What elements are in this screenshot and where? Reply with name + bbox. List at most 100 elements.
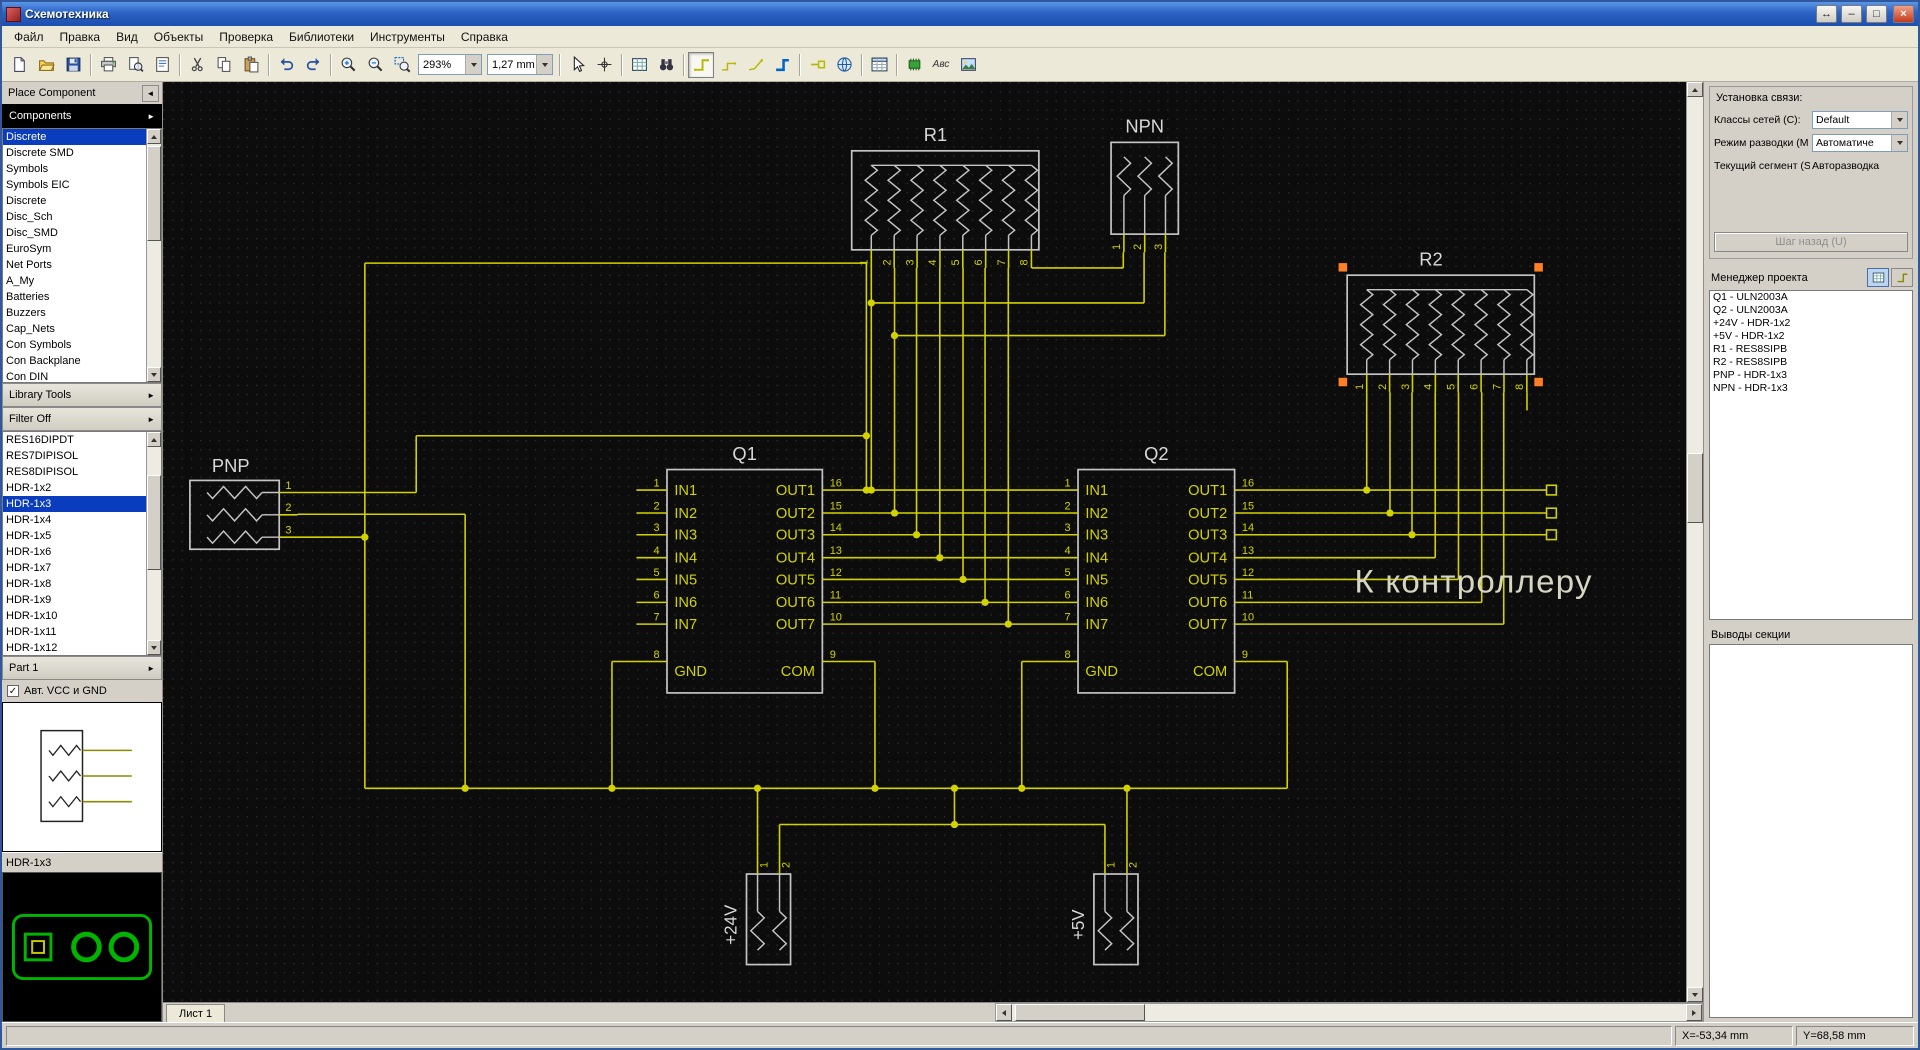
selection-handle[interactable] (1534, 263, 1543, 272)
category-item[interactable]: Symbols EIC (6, 179, 70, 191)
print-preview-button[interactable] (122, 52, 148, 78)
print-button[interactable] (95, 52, 121, 78)
menu-item-5[interactable]: Библиотеки (289, 29, 355, 44)
menu-item-6[interactable]: Инструменты (370, 29, 445, 44)
scroll-left-icon[interactable] (995, 1004, 1012, 1021)
undo-button[interactable] (273, 52, 299, 78)
route-orthogonal-button[interactable] (715, 52, 741, 78)
chevron-down-icon[interactable] (1891, 112, 1907, 128)
selection-handle[interactable] (1534, 377, 1543, 387)
project-item[interactable]: R1 - RES8SIPB (1713, 343, 1788, 355)
open-folder-button[interactable] (33, 52, 59, 78)
menu-item-4[interactable]: Проверка (219, 29, 274, 44)
zoom-in-button[interactable] (335, 52, 361, 78)
category-item[interactable]: Discrete (6, 195, 47, 207)
scroll-up-icon[interactable] (1687, 82, 1703, 97)
net-port-button[interactable] (804, 52, 830, 78)
part-item[interactable]: HDR-1x3 (3, 496, 146, 512)
menu-item-7[interactable]: Справка (460, 29, 508, 44)
project-grid-view-button[interactable] (1867, 268, 1889, 287)
part-item[interactable]: HDR-1x7 (6, 562, 52, 574)
project-item[interactable]: NPN - HDR-1x3 (1713, 382, 1788, 394)
menu-item-1[interactable]: Правка (59, 29, 101, 44)
scrollbar-thumb[interactable] (1014, 1004, 1145, 1021)
chevron-down-icon[interactable] (1891, 135, 1907, 151)
text-tool-button[interactable]: Aвс (932, 59, 950, 70)
step-back-button[interactable]: Шаг назад (U) (1714, 232, 1908, 252)
part-item[interactable]: HDR-1x11 (6, 626, 57, 638)
category-item[interactable]: Con DIN (6, 371, 49, 382)
copy-button[interactable] (211, 52, 237, 78)
crosshair-button[interactable] (591, 52, 617, 78)
canvas-horizontal-scrollbar[interactable] (994, 1003, 1703, 1022)
part-item[interactable]: HDR-1x4 (6, 514, 52, 526)
redo-button[interactable] (300, 52, 326, 78)
sheet-grid-button[interactable] (626, 52, 652, 78)
route-diagonal-button[interactable] (742, 52, 768, 78)
chevron-down-icon[interactable] (536, 55, 552, 74)
maximize-button[interactable]: □ (1866, 5, 1887, 23)
zoom-area-button[interactable] (389, 52, 415, 78)
dock-toggle-button[interactable]: ↔ (1816, 5, 1837, 23)
part-bar[interactable]: Part 1► (2, 656, 162, 680)
menu-item-3[interactable]: Объекты (153, 29, 204, 44)
category-item[interactable]: Batteries (6, 291, 50, 303)
field-combo[interactable]: Автоматиче (1812, 134, 1908, 152)
menu-item-0[interactable]: Файл (14, 29, 44, 44)
category-item[interactable]: Net Ports (6, 259, 52, 271)
grid-combo[interactable]: 1,27 mm (487, 54, 553, 75)
cut-button[interactable] (184, 52, 210, 78)
category-item[interactable]: Disc_Sch (6, 211, 53, 223)
scroll-up-icon[interactable] (147, 129, 161, 144)
category-item[interactable]: Con Backplane (6, 355, 81, 367)
annotation-text[interactable]: К контроллеру (1354, 563, 1592, 600)
scroll-right-icon[interactable] (1686, 1004, 1702, 1021)
net-port[interactable] (1545, 507, 1558, 519)
project-item[interactable]: +5V - HDR-1x2 (1713, 330, 1785, 342)
route-bus-button[interactable] (769, 52, 795, 78)
filter-bar[interactable]: Filter Off► (2, 407, 162, 431)
category-item[interactable]: Discrete (3, 129, 146, 145)
save-button[interactable] (60, 52, 86, 78)
scrollbar-thumb[interactable] (147, 475, 161, 570)
minimize-button[interactable]: – (1841, 5, 1862, 23)
table-button[interactable] (866, 52, 892, 78)
part-item[interactable]: HDR-1x5 (6, 530, 52, 542)
part-item[interactable]: RES8DIPISOL (6, 466, 79, 478)
part-list-scrollbar[interactable] (146, 432, 161, 655)
part-item[interactable]: HDR-1x12 (6, 642, 58, 654)
zoom-combo[interactable]: 293% (418, 54, 482, 75)
project-item[interactable]: PNP - HDR-1x3 (1713, 369, 1787, 381)
components-bar[interactable]: Components► (2, 104, 162, 128)
select-arrow-button[interactable] (564, 52, 590, 78)
part-item[interactable]: HDR-1x8 (6, 578, 52, 590)
report-button[interactable] (149, 52, 175, 78)
net-port[interactable] (1545, 529, 1558, 541)
part-item[interactable]: HDR-1x2 (6, 482, 52, 494)
category-item[interactable]: Symbols (6, 163, 49, 175)
category-item[interactable]: EuroSym (6, 243, 52, 255)
place-part-button[interactable] (901, 52, 927, 78)
collapse-panel-button[interactable]: ◄ (142, 84, 159, 102)
category-item[interactable]: Cap_Nets (6, 323, 55, 335)
route-wire-button[interactable] (688, 51, 714, 78)
project-item[interactable]: Q2 - ULN2003A (1713, 304, 1788, 316)
part-item[interactable]: RES16DIPDT (6, 434, 74, 446)
scroll-down-icon[interactable] (1687, 987, 1703, 1002)
auto-vcc-checkbox[interactable]: ✓ Авт. VCC и GND (2, 680, 162, 702)
globe-button[interactable] (831, 52, 857, 78)
project-item[interactable]: Q1 - ULN2003A (1713, 291, 1788, 303)
project-item[interactable]: R2 - RES8SIPB (1713, 356, 1788, 368)
category-item[interactable]: Disc_SMD (6, 227, 58, 239)
field-combo[interactable]: Default (1812, 111, 1908, 129)
scroll-up-icon[interactable] (147, 432, 161, 447)
selection-handle[interactable] (1338, 377, 1348, 387)
section-pins-list[interactable] (1709, 644, 1913, 1018)
